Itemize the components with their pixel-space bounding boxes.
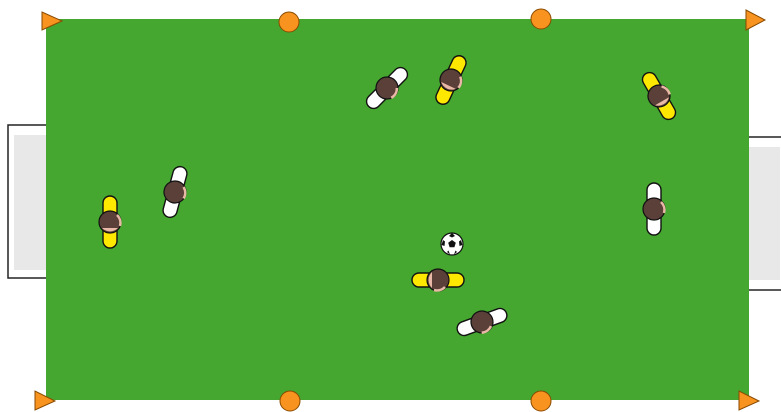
yellow-player <box>99 196 121 248</box>
goal-right <box>746 137 781 290</box>
cone-icon <box>279 12 299 32</box>
cone-icon <box>531 9 551 29</box>
corner-flag-icon <box>746 10 765 30</box>
cone-icon <box>531 391 551 411</box>
goal-left <box>8 125 48 278</box>
cone-icon <box>280 391 300 411</box>
soccer-ball-icon <box>441 233 463 255</box>
